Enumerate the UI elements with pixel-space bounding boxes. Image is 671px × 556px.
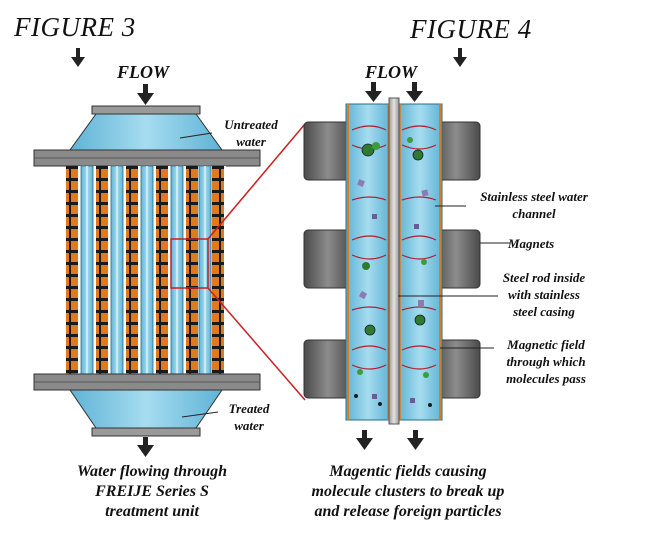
fig4-field-lines [351,125,437,370]
fig4-outlet-arrow-right [407,430,424,450]
fig4-flow-label: FLOW [365,62,418,82]
fig4-steel-rod [388,97,400,425]
fig3-outlet-arrow [137,437,154,457]
fig4-channel-label: Stainless steel water channel [480,189,588,221]
zoom-box [170,238,209,289]
fig4-flow-arrow-left [365,82,382,102]
fig3-treated-pointer [181,411,219,418]
fig3-column-body [66,165,226,375]
fig4-rod-label: Steel rod inside with stainless steel ca… [502,270,586,319]
figure3-title: FIGURE 3 [14,12,136,42]
fig4-magnets-label: Magnets [508,236,555,251]
fig4-outlet-arrow-left [356,430,373,450]
zoom-line-bottom [207,287,306,401]
fig4-water-channels [345,103,443,421]
fig3-untreated-pointer [179,132,213,139]
fig4-flow-arrow-right [406,82,423,102]
fig4-magnets [303,121,481,399]
fig3-outlet-funnel [33,373,261,437]
fig3-caption: Water flowing through FREIJE Series S tr… [77,463,227,520]
zoom-line-top [207,123,306,240]
figure4-title: FIGURE 4 [410,14,532,44]
fig3-untreated-label: Untreated water [224,117,278,149]
fig3-top-arrow [71,48,85,67]
fig4-top-arrow-right [453,48,467,67]
fig4-field-label: Magnetic field through which molecules p… [506,337,586,386]
fig3-treated-label: Treated water [228,401,270,433]
fig4-caption: Magentic fields causing molecule cluster… [311,463,505,520]
fig3-flow-label: FLOW [117,62,170,82]
fig3-flow-arrow [137,84,154,105]
fig3-inlet-funnel [33,105,261,167]
fig4-particles [354,137,432,407]
